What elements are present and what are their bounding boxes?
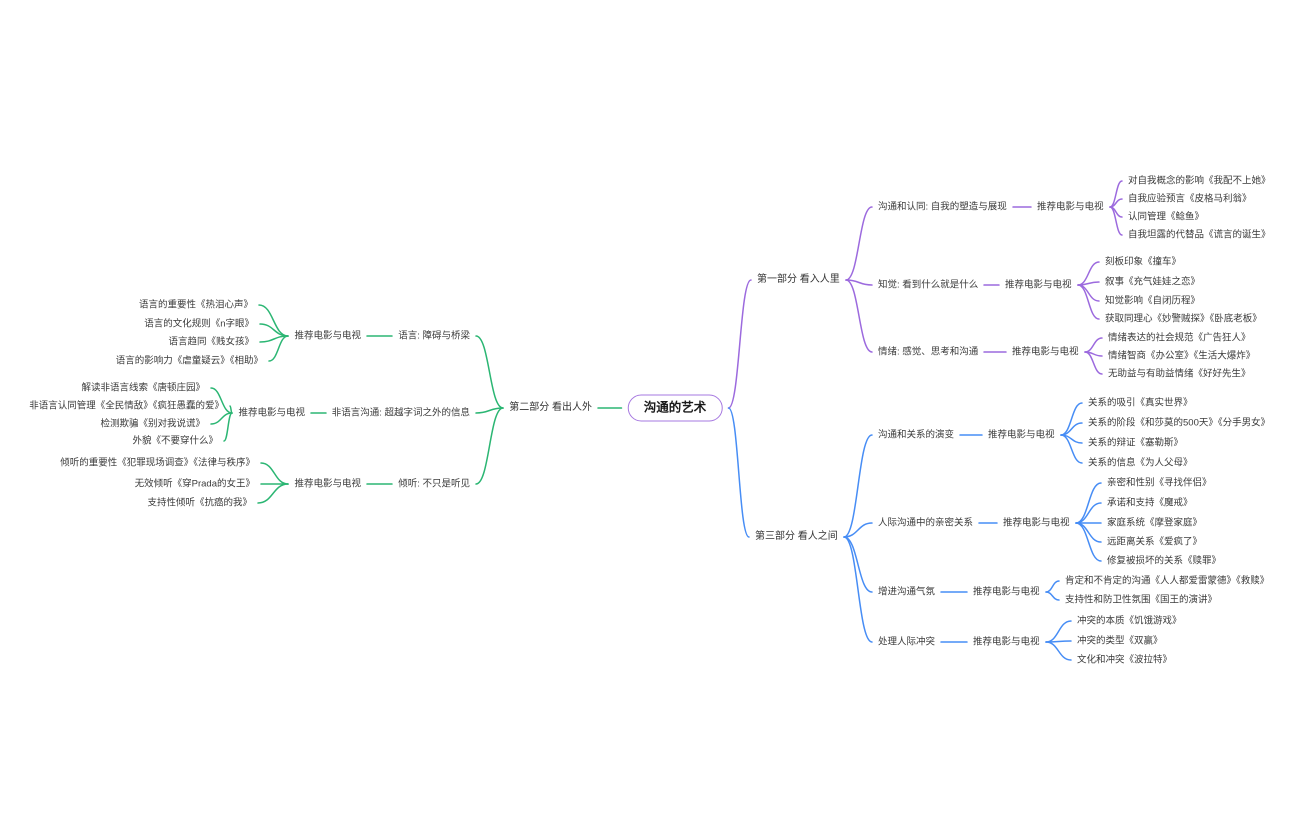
topic-node[interactable]: 知觉: 看到什么就是什么 [878, 279, 979, 291]
edge [843, 434, 873, 538]
edge [727, 407, 750, 538]
edge [1075, 522, 1102, 543]
edge [1075, 522, 1102, 562]
section-node[interactable]: 第三部分 看人之间 [755, 531, 838, 542]
edge [223, 412, 233, 442]
edge [210, 387, 233, 414]
leaf-node[interactable]: 外貌《不要穿什么》 [132, 435, 218, 447]
leaf-node[interactable]: 关系的信息《为人父母》 [1088, 457, 1193, 469]
edge [845, 206, 873, 281]
leaf-node[interactable]: 关系的阶段《和莎莫的500天》《分手男女》 [1088, 417, 1271, 429]
edge [210, 412, 233, 425]
leaf-node[interactable]: 对自我概念的影响《我配不上她》 [1128, 175, 1271, 187]
recommend-node[interactable]: 推荐电影与电视 [294, 478, 361, 490]
leaf-node[interactable]: 语言趋同《贱女孩》 [168, 336, 254, 348]
edge [1045, 580, 1060, 593]
recommend-node[interactable]: 推荐电影与电视 [988, 429, 1055, 441]
topic-node[interactable]: 沟通和认同: 自我的塑造与展现 [878, 201, 1007, 213]
recommend-node[interactable]: 推荐电影与电视 [238, 407, 305, 419]
section-node[interactable]: 第二部分 看出人外 [509, 402, 592, 413]
leaf-node[interactable]: 自我应验预言《皮格马利翁》 [1128, 193, 1252, 205]
edge [268, 335, 289, 362]
leaf-node[interactable]: 无效倾听《穿Prada的女王》 [134, 478, 255, 490]
edge [1045, 620, 1072, 643]
edge [1084, 351, 1103, 375]
leaf-node[interactable]: 语言的重要性《热泪心声》 [138, 299, 253, 311]
leaf-node[interactable]: 语言的文化规则《n字眼》 [144, 318, 254, 330]
leaf-node[interactable]: 修复被损坏的关系《赎罪》 [1107, 555, 1222, 567]
edge [475, 335, 504, 409]
topic-node[interactable]: 倾听: 不只是听见 [398, 478, 470, 490]
leaf-node[interactable]: 支持性和防卫性氛围《国王的演讲》 [1065, 594, 1218, 606]
leaf-node[interactable]: 冲突的本质《饥饿游戏》 [1077, 615, 1182, 627]
leaf-node[interactable]: 关系的吸引《真实世界》 [1088, 397, 1193, 409]
leaf-node[interactable]: 文化和冲突《波拉特》 [1077, 654, 1173, 666]
leaf-node[interactable]: 检测欺骗《别对我说谎》 [100, 418, 205, 430]
leaf-node[interactable]: 远距离关系《爱疯了》 [1107, 536, 1203, 548]
edge [258, 304, 289, 337]
edge [1109, 206, 1123, 236]
edge [1077, 284, 1100, 302]
topic-node[interactable]: 语言: 障碍与桥梁 [398, 330, 470, 342]
edge [260, 462, 289, 485]
leaf-node[interactable]: 承诺和支持《魔戒》 [1107, 497, 1193, 509]
edge [1060, 434, 1083, 464]
recommend-node[interactable]: 推荐电影与电视 [1012, 346, 1079, 358]
edge [257, 483, 289, 504]
edge [845, 279, 873, 353]
recommend-node[interactable]: 推荐电影与电视 [1005, 279, 1072, 291]
recommend-node[interactable]: 推荐电影与电视 [973, 636, 1040, 648]
edge [229, 405, 233, 414]
edge [843, 536, 873, 643]
leaf-node[interactable]: 肯定和不肯定的沟通《人人都爱雷蒙德》《救赎》 [1065, 575, 1270, 587]
leaf-node[interactable]: 知觉影响《自闭历程》 [1105, 295, 1201, 307]
leaf-node[interactable]: 支持性倾听《抗癌的我》 [147, 497, 252, 509]
leaf-node[interactable]: 解读非语言线索《唐顿庄园》 [81, 382, 205, 394]
section-node[interactable]: 第一部分 看入人里 [757, 274, 840, 285]
leaf-node[interactable]: 情绪智商《办公室》《生活大爆炸》 [1108, 350, 1256, 362]
edge [1084, 337, 1103, 353]
edge [1060, 402, 1083, 436]
edge [845, 279, 873, 286]
leaf-node[interactable]: 情绪表达的社会规范《广告狂人》 [1108, 332, 1251, 344]
leaf-node[interactable]: 叙事《充气娃娃之恋》 [1105, 276, 1201, 288]
leaf-node[interactable]: 无助益与有助益情绪《好好先生》 [1108, 368, 1251, 380]
leaf-node[interactable]: 亲密和性别《寻找伴侣》 [1107, 477, 1212, 489]
leaf-node[interactable]: 获取同理心《妙警贼探》《卧底老板》 [1105, 313, 1262, 325]
edge [1045, 641, 1072, 661]
topic-node[interactable]: 沟通和关系的演变 [878, 429, 955, 441]
leaf-node[interactable]: 认同管理《鲶鱼》 [1128, 211, 1205, 223]
edge [1075, 502, 1102, 524]
leaf-node[interactable]: 刻板印象《撞车》 [1105, 256, 1182, 268]
leaf-node[interactable]: 倾听的重要性《犯罪现场调查》《法律与秩序》 [60, 457, 255, 469]
recommend-node[interactable]: 推荐电影与电视 [1037, 201, 1104, 213]
recommend-node[interactable]: 推荐电影与电视 [294, 330, 361, 342]
leaf-node[interactable]: 语言的影响力《虐童疑云》《相助》 [115, 355, 263, 367]
topic-node[interactable]: 非语言沟通: 超越字词之外的信息 [331, 407, 470, 419]
leaf-node[interactable]: 家庭系统《摩登家庭》 [1107, 517, 1203, 529]
edge [1077, 284, 1100, 320]
edge [1045, 591, 1060, 601]
edge [843, 522, 873, 538]
edge [727, 279, 752, 409]
leaf-node[interactable]: 关系的辩证《塞勒斯》 [1088, 437, 1184, 449]
edge [475, 407, 504, 414]
root-node[interactable]: 沟通的艺术 [627, 394, 723, 422]
topic-node[interactable]: 增进沟通气氛 [878, 586, 936, 598]
topic-node[interactable]: 情绪: 感觉、思考和沟通 [878, 346, 979, 358]
leaf-node[interactable]: 自我坦露的代替品《谎言的诞生》 [1128, 229, 1271, 241]
edge [843, 536, 873, 593]
edge [475, 407, 504, 485]
topic-node[interactable]: 人际沟通中的亲密关系 [878, 517, 974, 529]
topic-node[interactable]: 处理人际冲突 [878, 636, 936, 648]
recommend-node[interactable]: 推荐电影与电视 [1003, 517, 1070, 529]
recommend-node[interactable]: 推荐电影与电视 [973, 586, 1040, 598]
leaf-node[interactable]: 冲突的类型《双赢》 [1077, 635, 1163, 647]
leaf-node[interactable]: 非语言认同管理《全民情敌》《疯狂愚蠢的爱》 [29, 400, 224, 412]
